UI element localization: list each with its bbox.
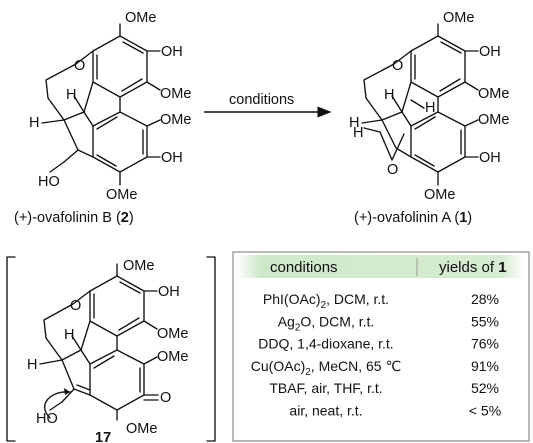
compound-number-17: 17 <box>95 430 111 443</box>
table-row-conditions: PhI(OAc)2, DCM, r.t. <box>263 291 389 311</box>
conditions-table: conditions yields of 1 PhI(OAc)2, DCM, r… <box>232 251 530 442</box>
label-ome-lower-1: OMe <box>478 112 509 128</box>
label-oh-lower-1: OH <box>479 150 501 166</box>
table-header-band <box>237 255 525 278</box>
label-ether-o: O <box>74 58 85 74</box>
table-row-yield: 76% <box>471 336 499 352</box>
label-oh-lower: OH <box>161 150 183 166</box>
label-epoxide-o: O <box>387 162 398 178</box>
table-frame <box>232 251 530 442</box>
label-h-left-2: H <box>353 125 363 141</box>
structure-intermediate-17: OMe OH OMe OMe O OMe O H H HO 17 <box>6 256 216 443</box>
label-ether-o-1: O <box>392 58 403 74</box>
label-oh-upper: OH <box>161 44 183 60</box>
table-row-conditions: Ag2O, DCM, r.t. <box>278 313 375 333</box>
label-ketone-o-17: O <box>160 390 171 406</box>
label-h-bridge: H <box>66 87 76 103</box>
header-yields: yields of 1 <box>439 259 507 276</box>
compound-label-2: (+)-ovafolinin B (2) <box>14 210 134 226</box>
label-ome-lower: OMe <box>160 112 191 128</box>
reaction-arrow: conditions <box>204 92 332 118</box>
label-ome-top-1: OMe <box>443 10 474 26</box>
table-row-yield: 52% <box>471 380 499 396</box>
compound-label-1: (+)-ovafolinin A (1) <box>354 210 472 226</box>
label-ome-top-17: OMe <box>123 258 154 274</box>
label-ome-bottom: OMe <box>106 187 137 203</box>
label-ome-mid: OMe <box>160 86 191 102</box>
label-h-right-1: H <box>425 100 435 116</box>
label-ome-bottom-1: OMe <box>424 187 455 203</box>
label-ho-17: HO <box>36 411 58 427</box>
label-h-left-17: H <box>27 357 37 373</box>
label-oh-upper-1: OH <box>479 44 501 60</box>
label-h-bridge-17: H <box>64 327 74 343</box>
table-row-yield: 28% <box>471 291 499 307</box>
table-row-yield: 55% <box>471 313 499 329</box>
table-row-yield: 91% <box>471 358 499 374</box>
table-row-conditions: TBAF, air, THF, r.t. <box>269 380 382 396</box>
table-row-yield: < 5% <box>469 403 501 419</box>
table-row-conditions: air, neat, r.t. <box>289 403 362 419</box>
label-oh-17: OH <box>158 284 180 300</box>
label-h-left-1: H <box>349 115 359 131</box>
arrow-label: conditions <box>229 92 294 108</box>
label-ho: HO <box>38 174 60 190</box>
label-ome-bottom-17: OMe <box>126 421 157 437</box>
label-ome-top: OMe <box>125 10 156 26</box>
table-rows: PhI(OAc)2, DCM, r.t. 28% Ag2O, DCM, r.t. 55… <box>251 291 501 419</box>
label-ome-lower-17: OMe <box>157 349 188 365</box>
structure-ovafolinin-a: OMe OH OMe OMe OH OMe O H H H H O (+)-ov… <box>349 10 509 226</box>
structure-ovafolinin-b: OMe OH OMe OMe OH OMe O H H HO (+)-ovafo… <box>14 10 191 226</box>
label-h-bridge-1: H <box>384 87 394 103</box>
label-ether-o-17: O <box>70 298 81 314</box>
table-row-conditions: DDQ, 1,4-dioxane, r.t. <box>258 336 393 352</box>
label-ome-mid-1: OMe <box>478 86 509 102</box>
label-h-left: H <box>29 115 39 131</box>
label-ome-mid-17: OMe <box>157 326 188 342</box>
table-row-conditions: Cu(OAc)2, MeCN, 65 ℃ <box>251 358 401 378</box>
header-conditions: conditions <box>270 259 338 276</box>
